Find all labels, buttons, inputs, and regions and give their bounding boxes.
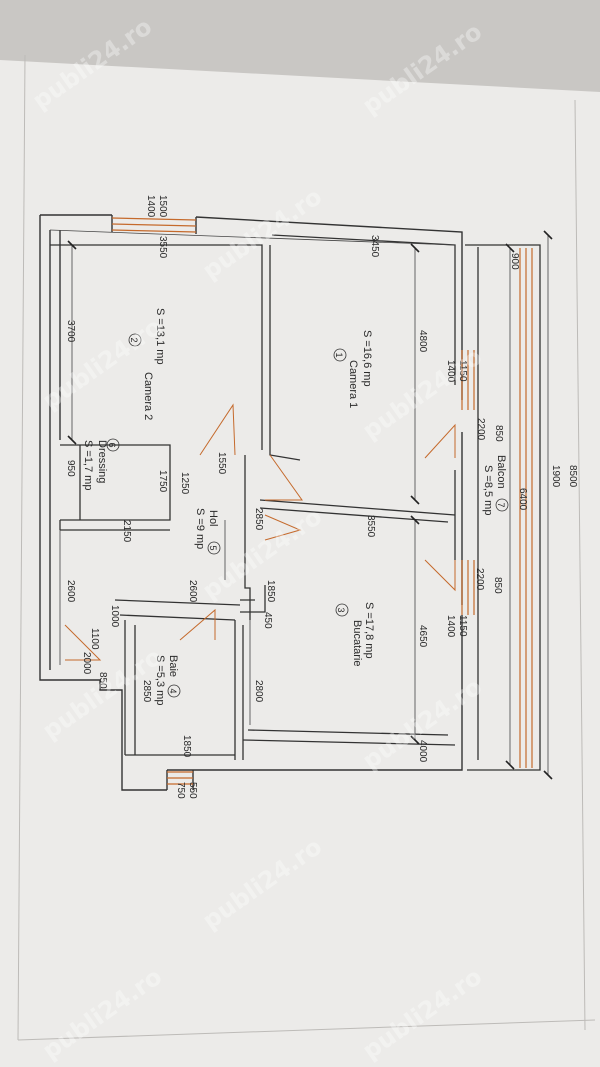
room-name: Bucatarie xyxy=(351,620,363,666)
dim-label: 1150 xyxy=(457,360,468,382)
room-bucatarie: 3 Bucatarie S =17,8 mp xyxy=(335,602,375,666)
room-number-circle xyxy=(128,333,142,347)
dimension-labels: 1500 1400 3550 3700 3450 4800 1150 1400 … xyxy=(65,195,578,799)
dim-label: 3450 xyxy=(369,235,380,258)
room-name: Balcon xyxy=(495,455,507,489)
dim-label: 2200 xyxy=(475,418,486,441)
frame-right xyxy=(574,99,586,1031)
room-area: S =1,7 mp xyxy=(82,440,94,490)
paper-shadow xyxy=(0,0,600,92)
dim-label: 900 xyxy=(509,253,520,270)
dim-label: 950 xyxy=(65,460,76,477)
room-area: S =16,6 mp xyxy=(361,330,373,387)
room-number-circle xyxy=(106,438,120,452)
dim-label: 3550 xyxy=(157,236,168,259)
room-number: 1 xyxy=(334,352,344,357)
dim-label: 1150 xyxy=(457,615,468,637)
dim-label: 2200 xyxy=(474,568,485,591)
dim-label: 2600 xyxy=(187,580,198,603)
door-swings xyxy=(64,403,456,661)
room-area: S =13,1 mp xyxy=(154,308,166,365)
room-number: 4 xyxy=(168,688,178,693)
room-baie: Baie 4 S =5,3 mp xyxy=(154,655,181,705)
dim-label: 1400 xyxy=(145,195,156,218)
dim-label: 4000 xyxy=(417,740,428,763)
room-number-circle xyxy=(335,603,349,617)
dim-label: 750 xyxy=(175,782,186,799)
room-name: Camera 2 xyxy=(142,372,154,420)
room-hol: Hol 5 S =9 mp xyxy=(194,508,221,555)
dim-label: 1900 xyxy=(550,465,561,488)
room-number: 5 xyxy=(208,545,218,550)
room-name: Camera 1 xyxy=(347,360,359,408)
dim-label: 450 xyxy=(262,612,273,629)
room-area: S =8,5 mp xyxy=(482,465,494,515)
room-number: 6 xyxy=(107,442,117,447)
dim-label: 550 xyxy=(187,782,198,799)
dim-label: 4650 xyxy=(417,625,428,648)
dim-label: 1500 xyxy=(157,195,168,218)
room-area: S =9 mp xyxy=(194,508,206,549)
dim-label: 2000 xyxy=(81,652,92,675)
room-number-circle xyxy=(495,498,509,512)
dim-label: 1400 xyxy=(445,360,456,383)
room-number-circle xyxy=(333,348,347,362)
room-number: 7 xyxy=(496,502,506,507)
room-area: S =5,3 mp xyxy=(154,655,166,705)
room-camera-2: 2 Camera 2 S =13,1 mp xyxy=(128,308,166,420)
room-camera-1: 1 Camera 1 S =16,6 mp xyxy=(333,330,373,408)
dim-label: 3550 xyxy=(365,515,376,538)
room-number-circle xyxy=(167,684,181,698)
frame-left xyxy=(17,54,26,1041)
room-name: Dressing xyxy=(96,440,108,483)
dim-label: 1850 xyxy=(181,735,192,758)
dim-label: 1400 xyxy=(445,615,456,638)
windows xyxy=(111,217,533,785)
dim-label: 8500 xyxy=(567,465,578,488)
outer-walls xyxy=(39,214,463,791)
room-number-circle xyxy=(207,541,221,555)
room-name: Hol xyxy=(207,510,219,527)
dim-label: 2800 xyxy=(253,680,264,703)
dimension-lines xyxy=(49,229,549,775)
dim-label: 850 xyxy=(97,672,108,689)
dim-label: 1250 xyxy=(179,472,190,495)
dim-label: 2600 xyxy=(65,580,76,603)
frame-bottom xyxy=(17,1019,596,1041)
dim-label: 850 xyxy=(493,425,504,442)
dim-label: 3700 xyxy=(65,320,76,343)
dim-label: 1850 xyxy=(265,580,276,603)
dimension-ticks xyxy=(67,230,553,780)
room-balcon: Balcon 7 S =8,5 mp xyxy=(482,455,509,515)
room-number: 2 xyxy=(129,337,139,342)
dim-label: 1550 xyxy=(216,452,227,475)
dim-label: 1750 xyxy=(157,470,168,493)
dim-label: 2150 xyxy=(121,520,132,543)
dim-label: 2850 xyxy=(253,508,264,531)
room-dressing: 6 Dressing S =1,7 mp xyxy=(82,438,120,490)
dim-label: 850 xyxy=(492,577,503,594)
room-area: S =17,8 mp xyxy=(363,602,375,659)
dim-label: 2850 xyxy=(141,680,152,703)
room-name: Baie xyxy=(167,655,179,677)
room-number: 3 xyxy=(336,607,346,612)
dim-label: 4800 xyxy=(417,330,428,353)
dim-label: 6400 xyxy=(517,488,528,511)
dim-label: 1000 xyxy=(109,605,120,628)
dim-label: 1100 xyxy=(89,628,100,650)
